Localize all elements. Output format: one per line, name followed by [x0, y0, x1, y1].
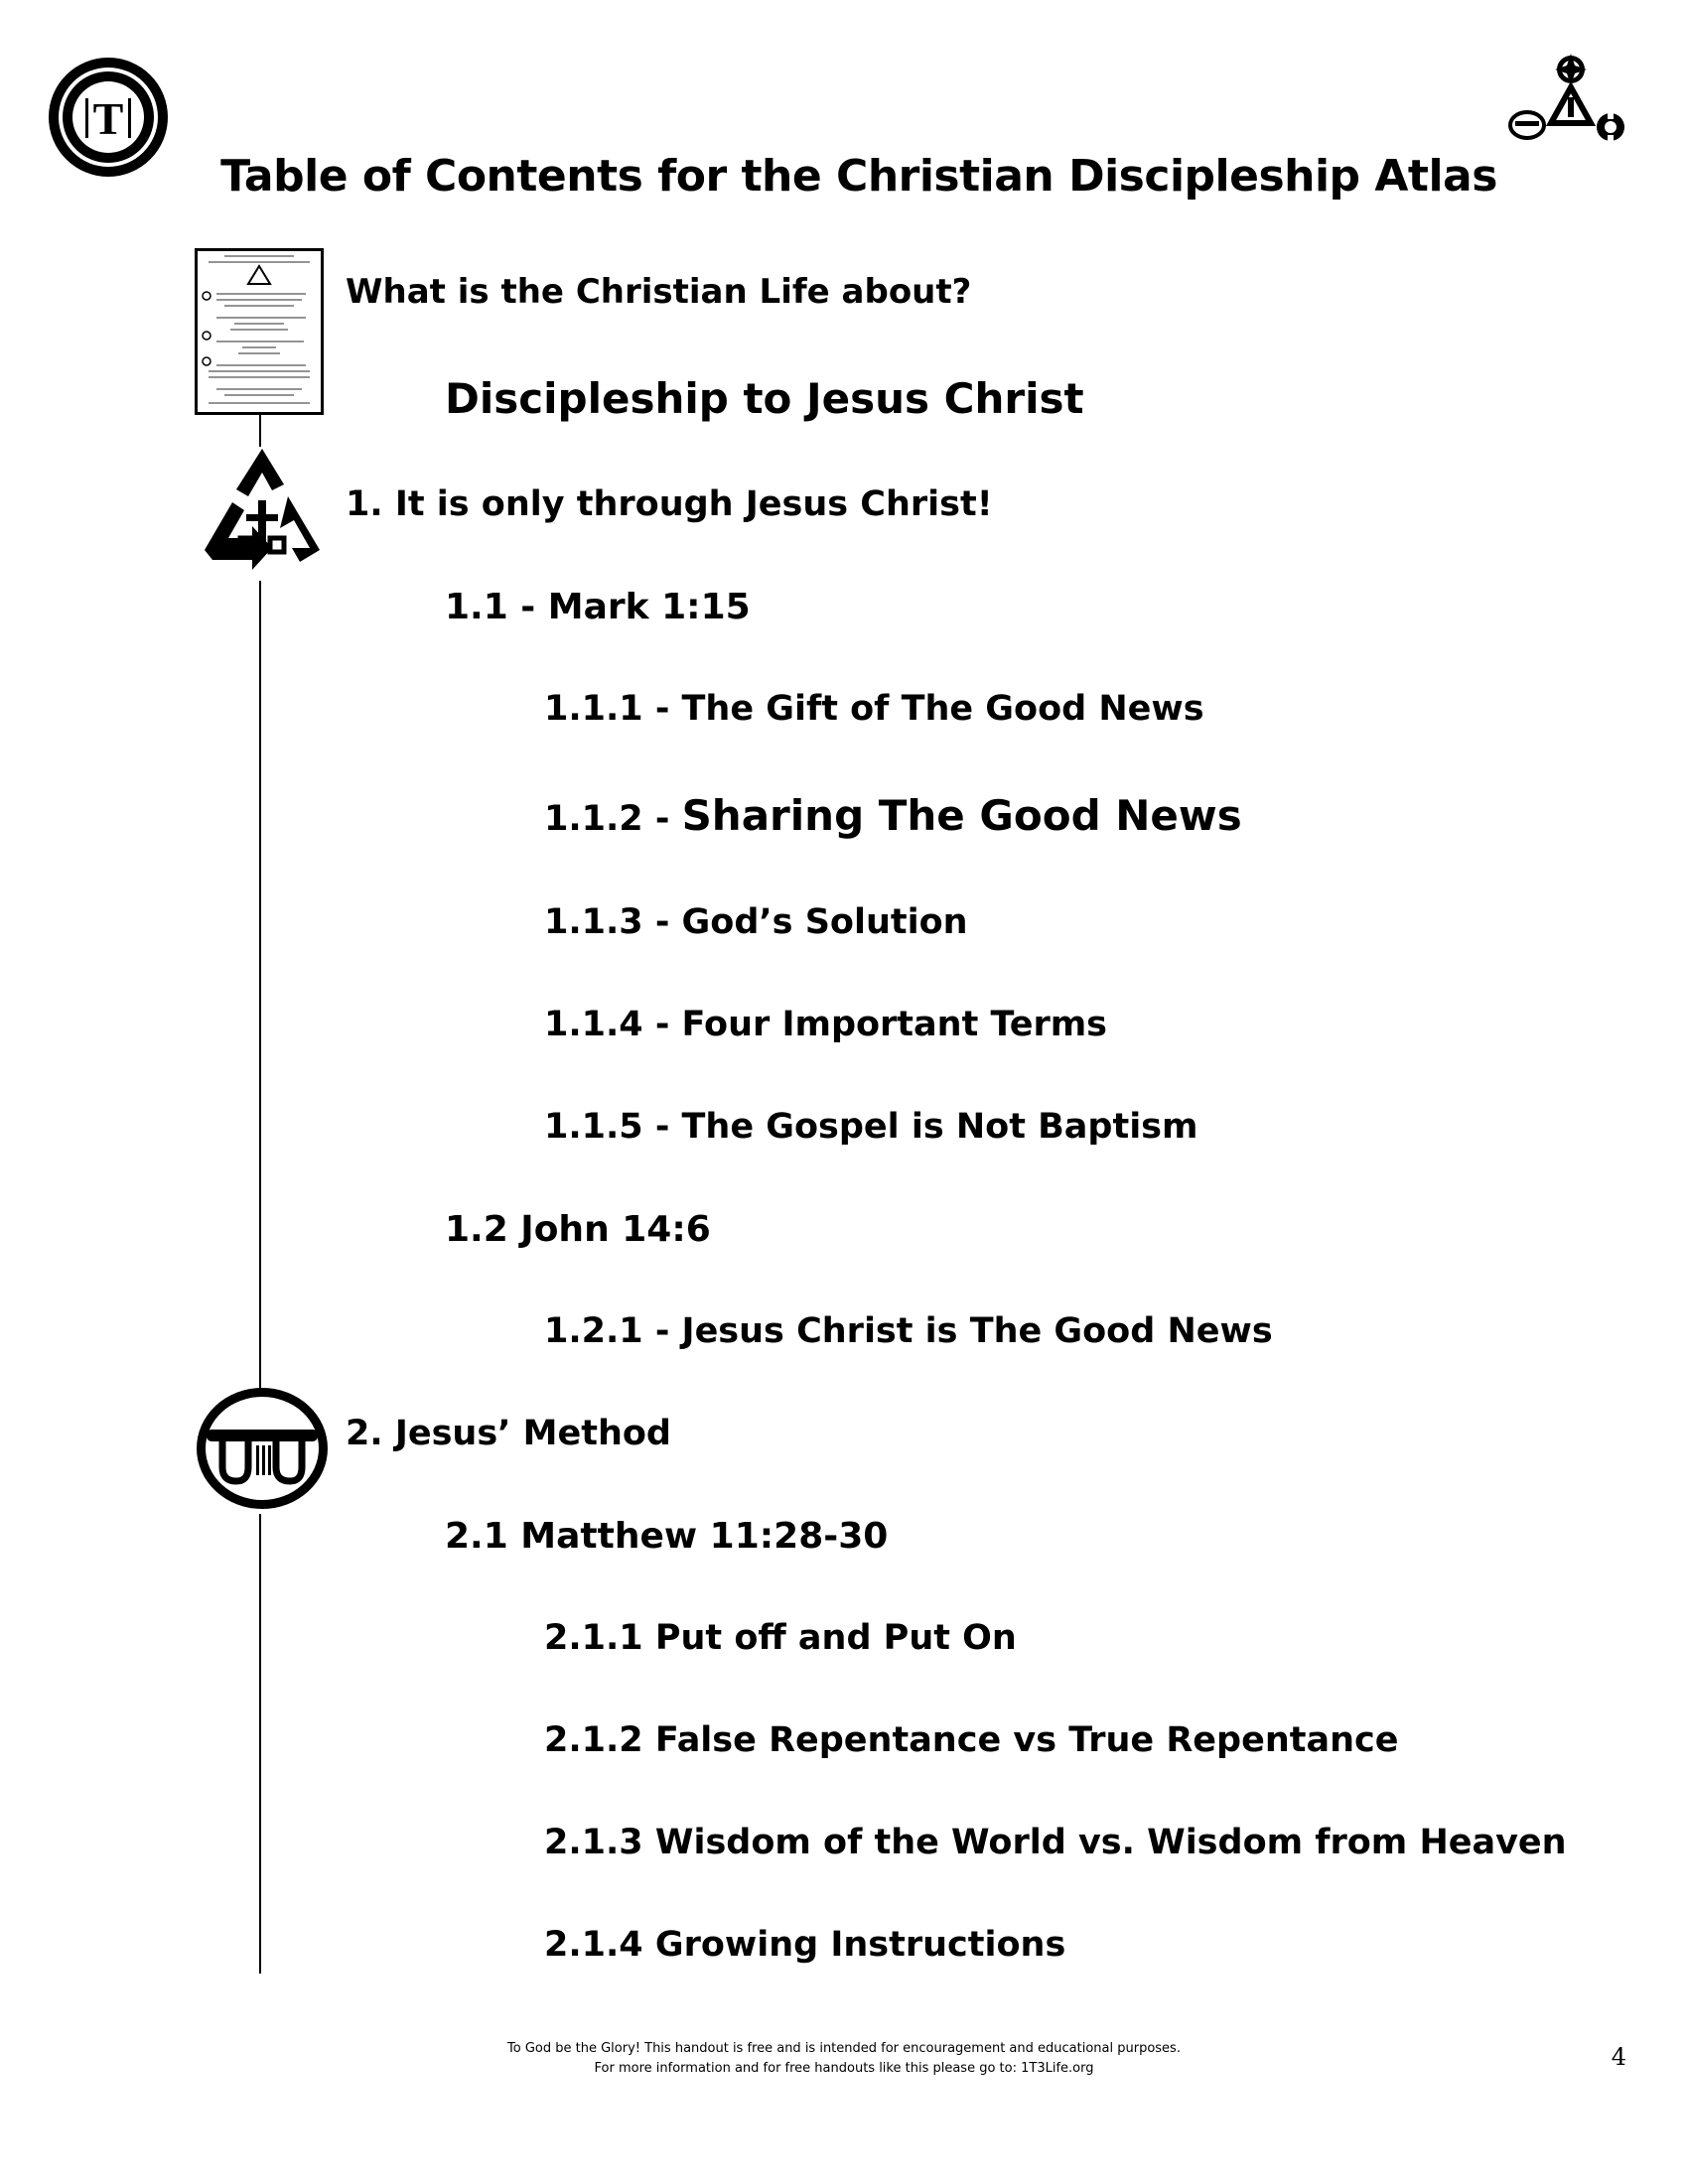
toc-item-2-1-3[interactable]: 2.1.3 Wisdom of the World vs. Wisdom fro…: [544, 1823, 1567, 1862]
toc-intro-question[interactable]: What is the Christian Life about?: [346, 272, 972, 312]
toc-item-1-1-1[interactable]: 1.1.1 - The Gift of The Good News: [544, 689, 1204, 729]
timeline-connector: [259, 1514, 261, 1974]
footer-note: To God be the Glory! This handout is fre…: [0, 2039, 1688, 2079]
document-thumbnail-icon: [195, 248, 324, 415]
yoke-emblem-icon: [193, 1382, 332, 1515]
toc-item-2-1-2[interactable]: 2.1.2 False Repentance vs True Repentanc…: [544, 1720, 1399, 1760]
toc-intro-answer[interactable]: Discipleship to Jesus Christ: [445, 374, 1084, 423]
footer-line-2: For more information and for free handou…: [594, 2061, 1094, 2076]
footer-line-1: To God be the Glory! This handout is fre…: [507, 2041, 1181, 2056]
toc-section-2[interactable]: 2. Jesus’ Method: [346, 1414, 671, 1453]
toc-section-1[interactable]: 1. It is only through Jesus Christ!: [346, 484, 993, 524]
circular-t-seal-icon: T: [46, 55, 171, 180]
toc-item-1-1-3[interactable]: 1.1.3 - God’s Solution: [544, 902, 968, 942]
recycling-cross-icon: [193, 443, 332, 582]
svg-text:T: T: [93, 93, 124, 144]
toc-item-2-1[interactable]: 2.1 Matthew 11:28-30: [445, 1516, 889, 1557]
toc-item-1-2[interactable]: 1.2 John 14:6: [445, 1209, 711, 1250]
toc-item-1-1-2[interactable]: 1.1.2 - Sharing The Good News: [544, 791, 1242, 840]
toc-item-1-1-5[interactable]: 1.1.5 - The Gospel is Not Baptism: [544, 1107, 1198, 1147]
toc-item-1-1[interactable]: 1.1 - Mark 1:15: [445, 587, 751, 627]
toc-item-title: Sharing The Good News: [681, 791, 1242, 840]
page-title: Table of Contents for the Christian Disc…: [220, 151, 1497, 202]
toc-item-1-2-1[interactable]: 1.2.1 - Jesus Christ is The Good News: [544, 1311, 1273, 1351]
toc-item-number: 1.1.2 -: [544, 799, 682, 839]
page-number: 4: [1611, 2043, 1626, 2071]
three-emblem-cluster-icon: [1507, 52, 1626, 147]
toc-item-2-1-4[interactable]: 2.1.4 Growing Instructions: [544, 1925, 1066, 1965]
timeline-connector: [259, 415, 261, 447]
toc-item-1-1-4[interactable]: 1.1.4 - Four Important Terms: [544, 1005, 1108, 1044]
toc-item-2-1-1[interactable]: 2.1.1 Put off and Put On: [544, 1618, 1017, 1658]
timeline-connector: [259, 581, 261, 1395]
